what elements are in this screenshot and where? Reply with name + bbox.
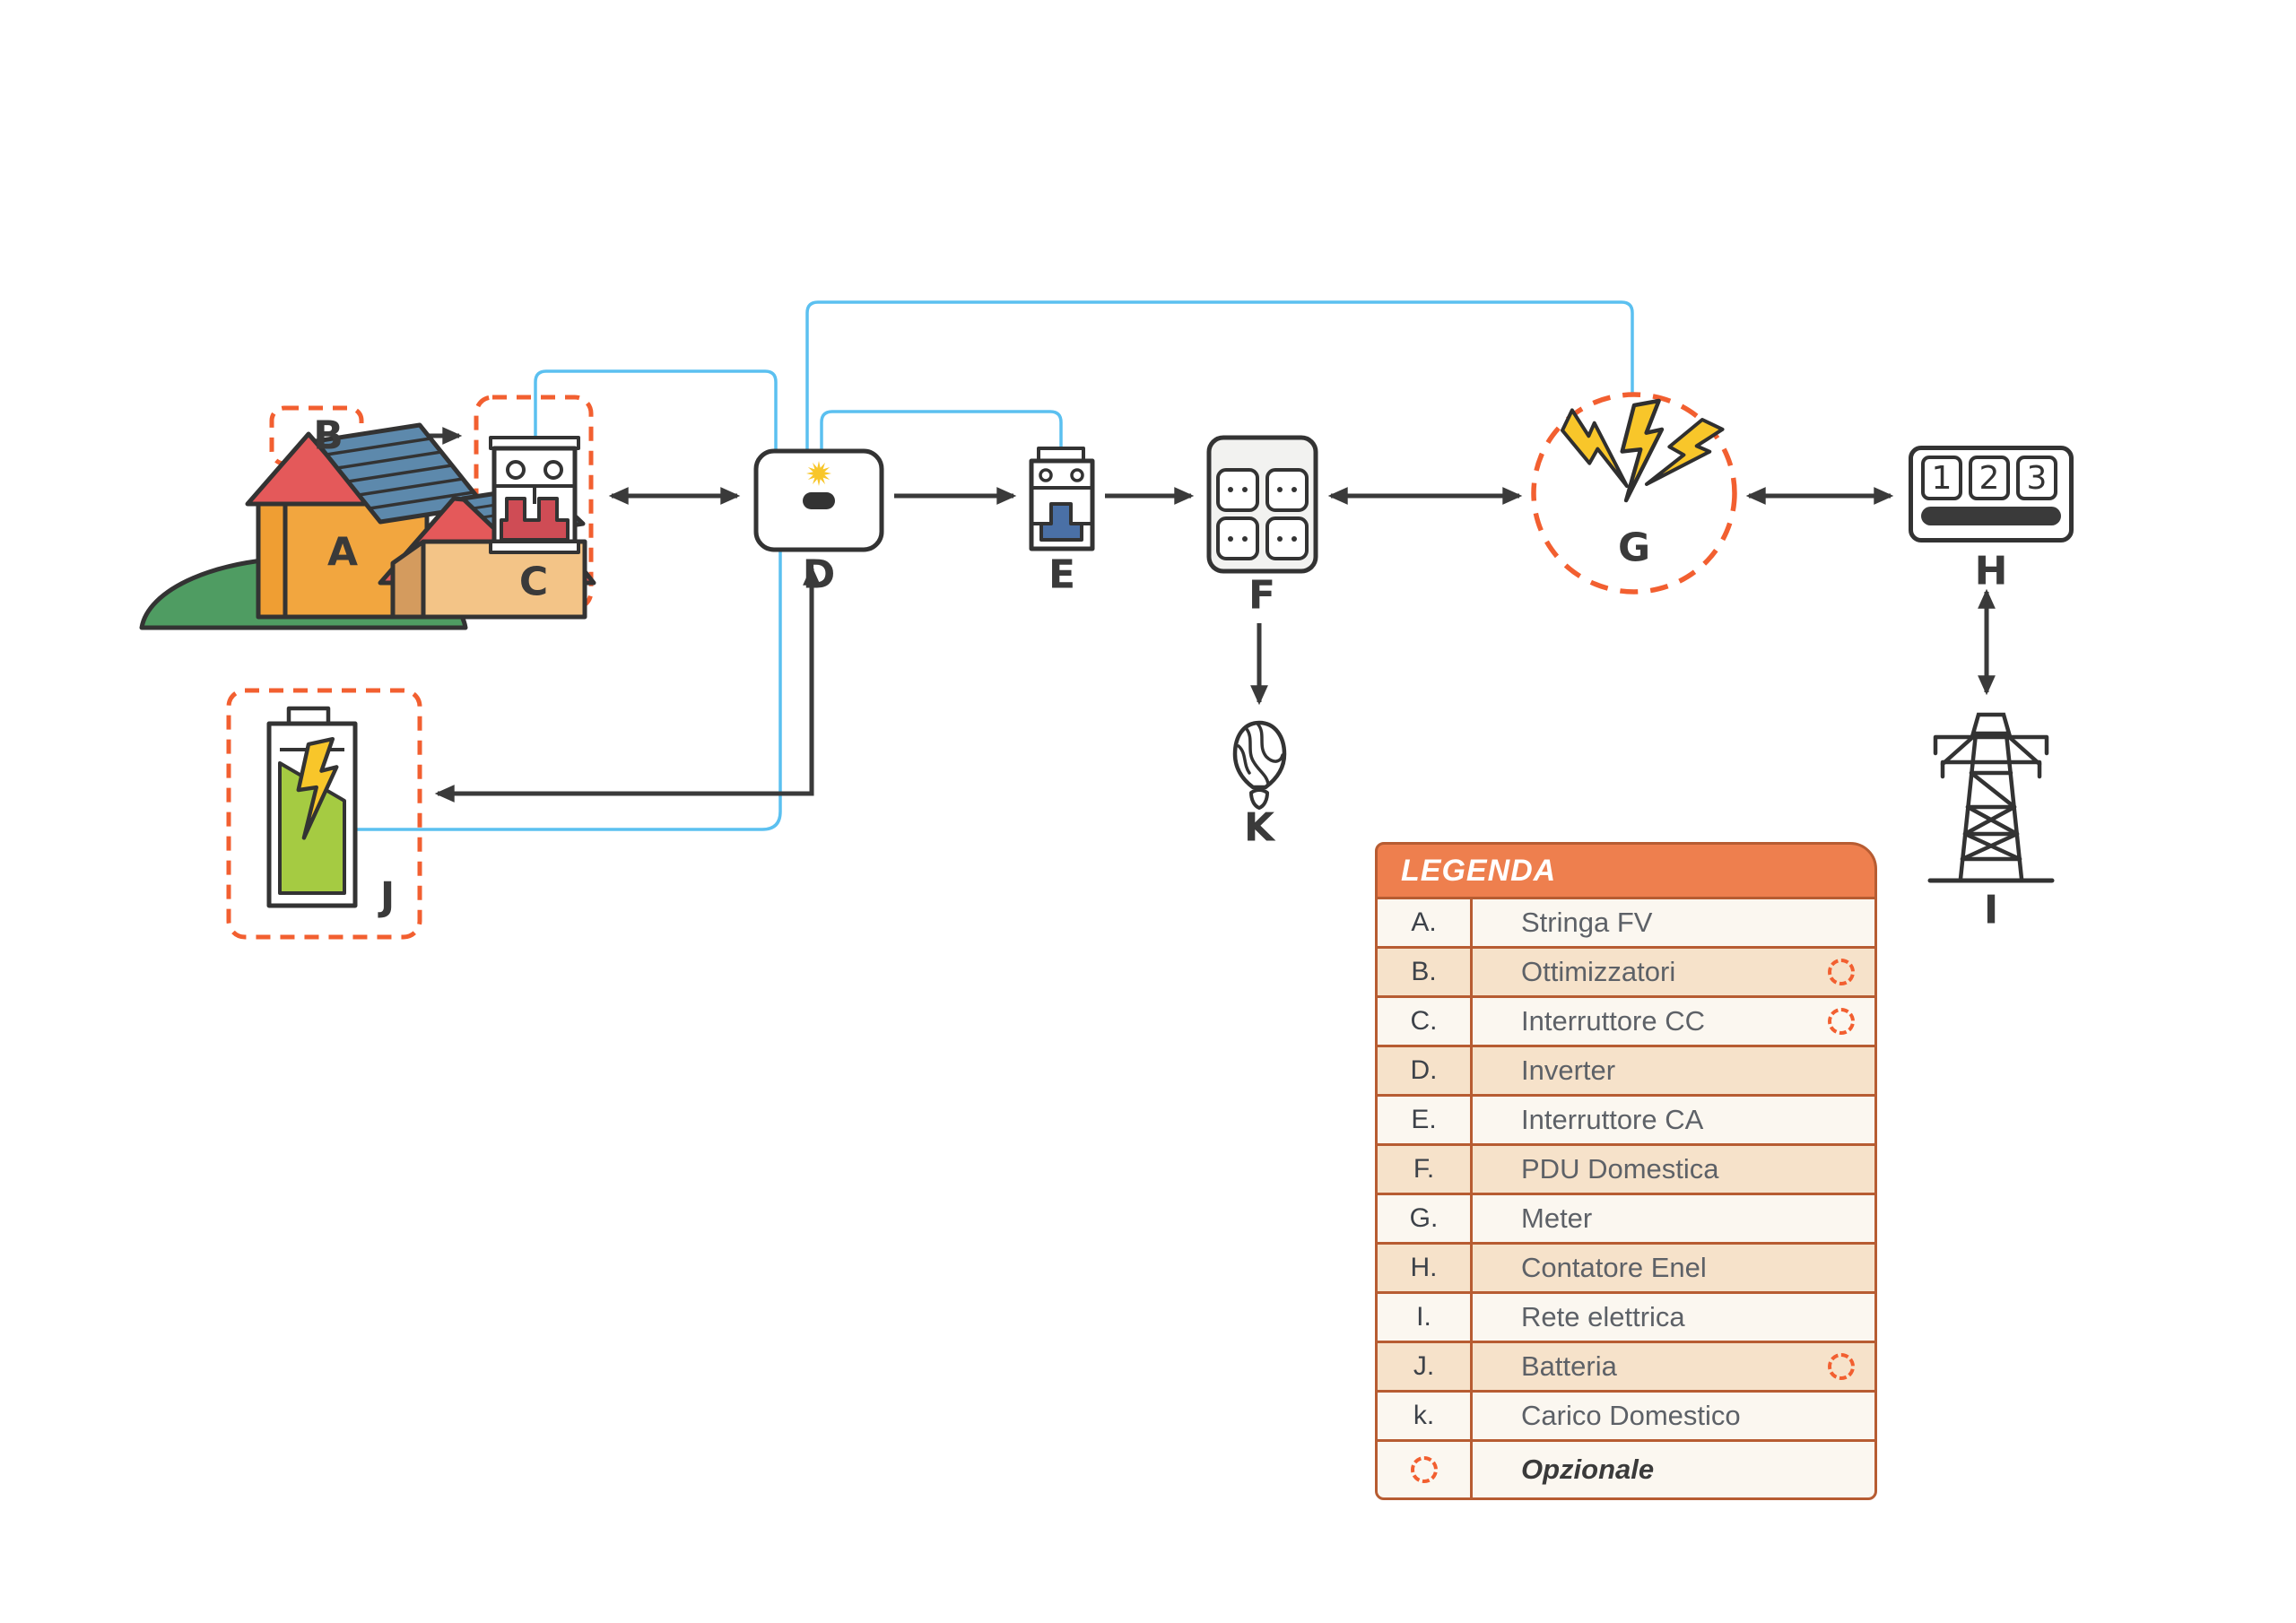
legend-key: D.: [1378, 1047, 1473, 1094]
node-label-b: B: [313, 412, 344, 459]
legend-row-e: E. Interruttore CA: [1378, 1094, 1874, 1143]
legend-row-b: B. Ottimizzatori: [1378, 946, 1874, 995]
enel-meter-digit: 2: [1969, 456, 2010, 500]
node-label-k: K: [1243, 804, 1275, 851]
legend-label: Inverter: [1521, 1055, 1616, 1086]
comm-line-d-g: [805, 300, 1634, 449]
legend-footer-row: Opzionale: [1378, 1439, 1874, 1497]
comm-lines: [355, 300, 1634, 831]
node-label-e: E: [1048, 551, 1076, 598]
legend-row-d: D. Inverter: [1378, 1045, 1874, 1094]
legend-row-h: H. Contatore Enel: [1378, 1242, 1874, 1291]
node-label-f: F: [1248, 572, 1276, 619]
legend-key: J.: [1378, 1343, 1473, 1390]
comm-line-c-d: [534, 369, 778, 449]
legend-title: LEGENDA: [1378, 845, 1874, 897]
home-load-balloon-icon: [1232, 720, 1287, 810]
legend-row-j: J. Batteria: [1378, 1341, 1874, 1390]
node-label-a: A: [326, 529, 359, 576]
comm-line-d-j: [355, 551, 782, 831]
meter-dashed-circle: [1531, 392, 1737, 595]
balloon-basket: [1249, 788, 1269, 810]
optional-dashed-circle-icon: [1828, 1353, 1855, 1380]
legend-key: B.: [1378, 949, 1473, 995]
optional-dashed-circle-icon: [1828, 959, 1855, 985]
enel-meter-icon: 1 2 3: [1909, 446, 2074, 542]
inverter-sun-icon: [806, 461, 831, 486]
inverter-display: [803, 492, 835, 509]
meter-lightning-icon: [1552, 397, 1728, 503]
ac-breaker-blue-switch: [1039, 502, 1083, 542]
enel-meter-digit: 3: [2016, 456, 2057, 500]
legend-label: Carico Domestico: [1521, 1400, 1741, 1431]
optional-dashed-circle-icon: [1828, 1008, 1855, 1035]
node-label-j: J: [379, 873, 396, 920]
dc-breaker-icon: [489, 436, 580, 554]
node-label-d: D: [802, 551, 836, 598]
ac-breaker-icon: [1029, 447, 1095, 551]
legend-key: F.: [1378, 1146, 1473, 1193]
legend-key: G.: [1378, 1195, 1473, 1242]
legend-key: E.: [1378, 1097, 1473, 1143]
enel-meter-digit: 1: [1921, 456, 1962, 500]
legend-label: Ottimizzatori: [1521, 956, 1676, 987]
legend-footer-label: Opzionale: [1521, 1454, 1655, 1485]
legend-label: Meter: [1521, 1202, 1593, 1234]
legend-key: k.: [1378, 1393, 1473, 1439]
arrow-j-d: [434, 565, 821, 803]
comm-line-d-e: [820, 410, 1063, 449]
pdu-socket-icon: [1206, 435, 1318, 574]
optional-box-j: [226, 688, 422, 940]
legend-label: Interruttore CA: [1521, 1104, 1704, 1135]
legend-label: Interruttore CC: [1521, 1005, 1706, 1037]
inverter-icon: [753, 448, 884, 552]
node-label-g: G: [1617, 525, 1651, 571]
legend-row-a: A. Stringa FV: [1378, 897, 1874, 946]
legend-table: LEGENDA A. Stringa FV B. Ottimizzatori C…: [1375, 842, 1877, 1500]
legend-row-c: C. Interruttore CC: [1378, 995, 1874, 1045]
enel-meter-digits: 1 2 3: [1921, 456, 2061, 500]
legend-label: Rete elettrica: [1521, 1301, 1685, 1332]
legend-key: H.: [1378, 1245, 1473, 1291]
dc-breaker-red-switch: [500, 497, 570, 542]
battery-icon: [266, 706, 358, 908]
legend-row-f: F. PDU Domestica: [1378, 1143, 1874, 1193]
node-label-c: C: [518, 559, 549, 605]
enel-meter-display-bar: [1921, 507, 2061, 525]
legend-label: Batteria: [1521, 1350, 1617, 1382]
grid-tower-icon: [1927, 712, 2055, 883]
legend-label: Stringa FV: [1521, 907, 1653, 938]
optional-dashed-circle-icon: [1410, 1456, 1438, 1483]
node-label-h: H: [1974, 548, 2008, 595]
node-label-i: I: [1983, 887, 1999, 933]
legend-row-k: k. Carico Domestico: [1378, 1390, 1874, 1439]
legend-key: I.: [1378, 1294, 1473, 1341]
legend-key: C.: [1378, 998, 1473, 1045]
legend-row-g: G. Meter: [1378, 1193, 1874, 1242]
legend-label: Contatore Enel: [1521, 1252, 1707, 1283]
legend-key: A.: [1378, 899, 1473, 946]
legend-row-i: I. Rete elettrica: [1378, 1291, 1874, 1341]
power-arrows: [364, 427, 1996, 803]
legend-label: PDU Domestica: [1521, 1153, 1719, 1185]
